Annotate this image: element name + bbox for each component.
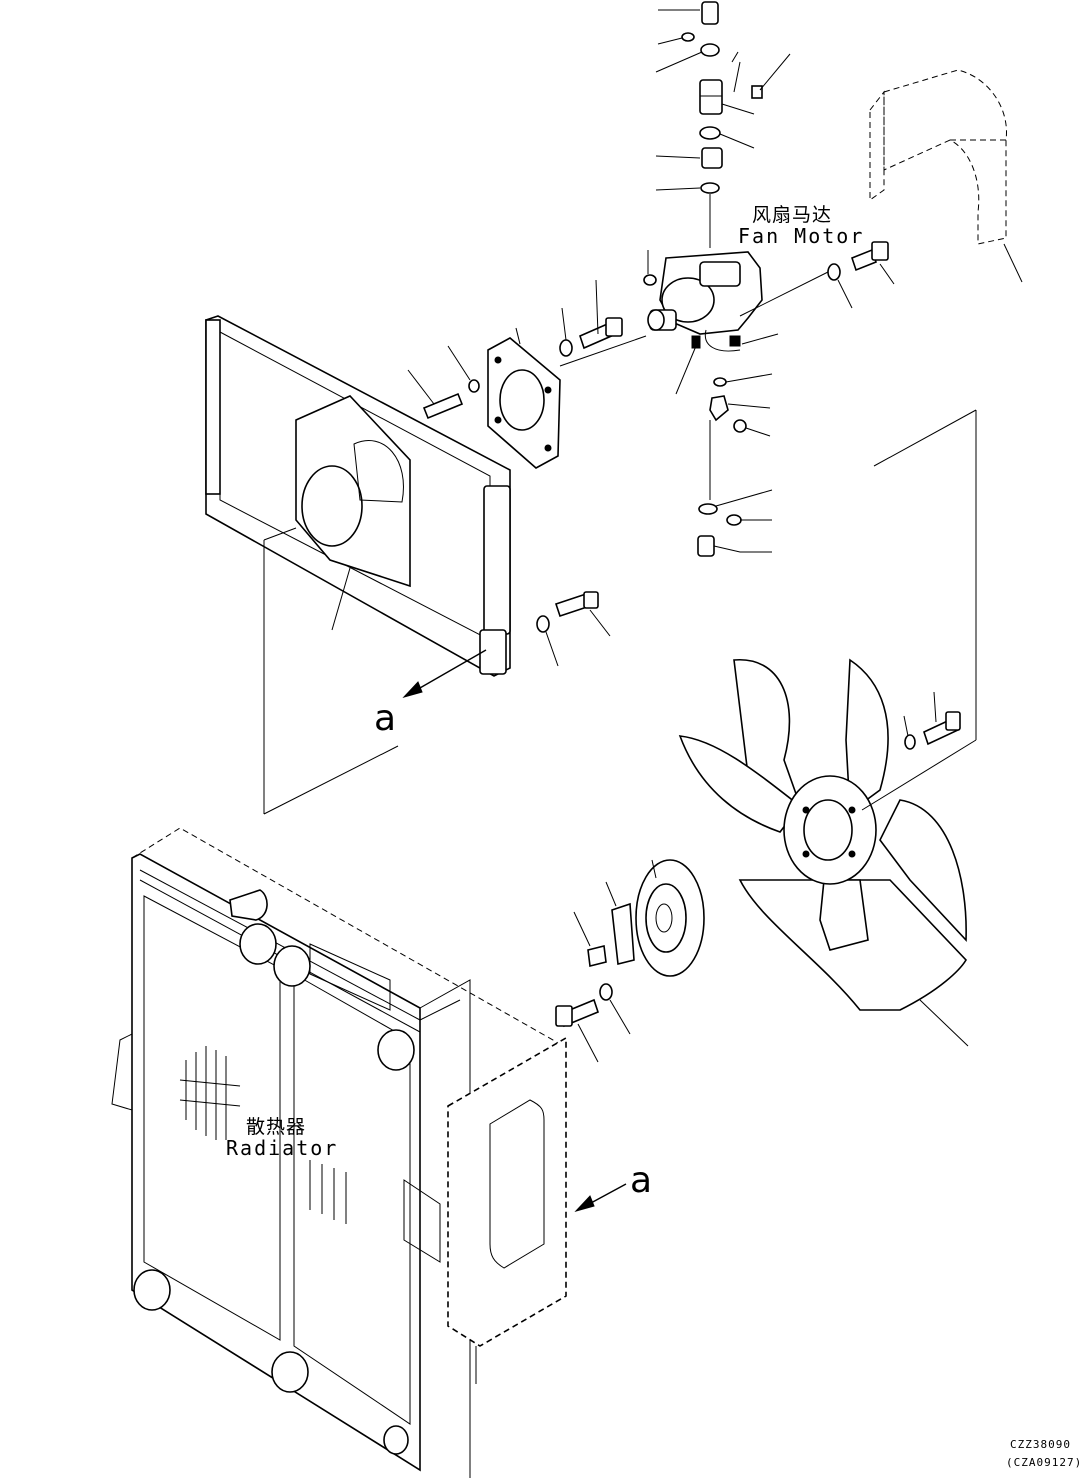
view-arrow-a-bottom <box>574 1183 627 1212</box>
view-marker-a-bottom: a <box>630 1160 653 1201</box>
view-arrow-a-top <box>402 649 487 698</box>
fan-guard <box>869 69 1023 283</box>
fan-frame <box>205 315 611 677</box>
radiator-drawing <box>111 827 561 1478</box>
radiator-label-zh: 散热器 <box>246 1116 307 1138</box>
mounting-plate <box>407 279 647 469</box>
motor-bolt <box>739 241 895 317</box>
radiator-side-cover <box>403 1036 567 1384</box>
drawing-code-primary: CZZ38090 <box>1010 1438 1071 1451</box>
assembly-reference-lines <box>263 409 977 815</box>
drawing-code-secondary: (CZA09127) <box>1006 1456 1080 1469</box>
cooling-fan <box>678 658 969 1047</box>
fan-motor-label-zh: 风扇马达 <box>752 204 833 226</box>
pulley-hub <box>555 859 705 1063</box>
fitting-stack <box>655 1 791 248</box>
view-marker-a-top: a <box>374 698 397 739</box>
fan-motor-label-en: Fan Motor <box>738 224 865 248</box>
radiator-label-en: Radiator <box>226 1136 339 1160</box>
fan-motor-drawing <box>643 250 779 557</box>
